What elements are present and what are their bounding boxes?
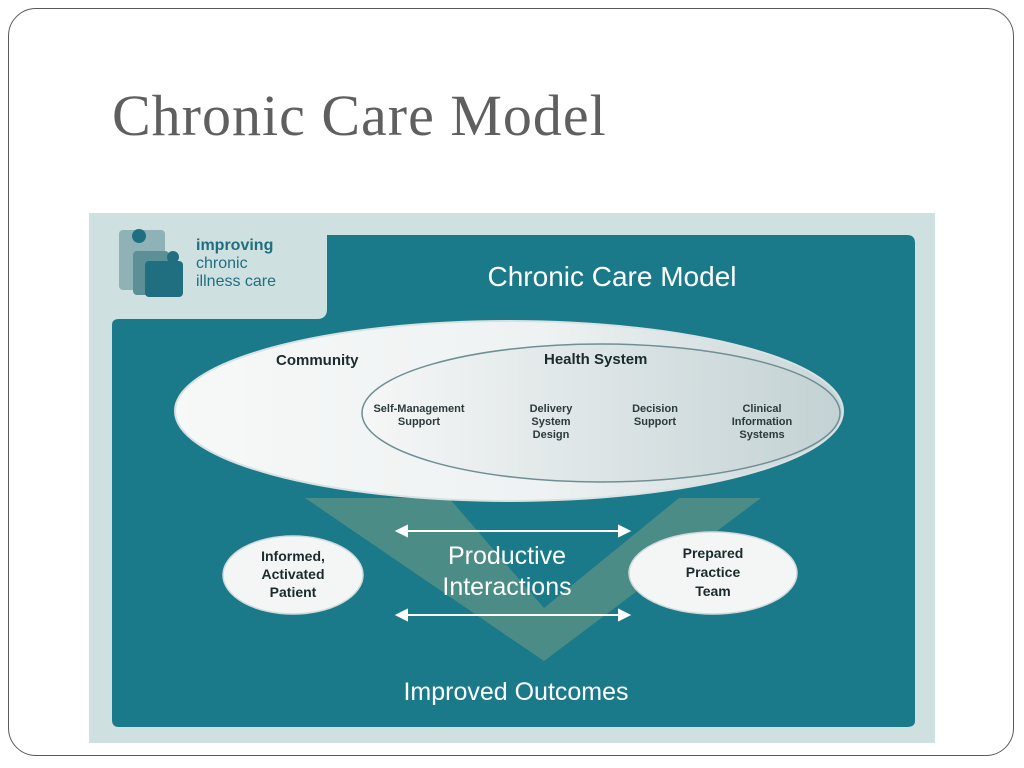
component-self-management-support: Self-Management Support xyxy=(373,403,464,428)
patient-ellipse xyxy=(222,535,364,615)
component-text: Information xyxy=(732,416,793,428)
component-decision-support: Decision Support xyxy=(632,403,678,428)
logo-line-1: improving xyxy=(196,237,273,254)
logo-icon xyxy=(119,229,183,297)
patient-label: Activated xyxy=(261,566,324,582)
slide-title: Chronic Care Model xyxy=(112,83,607,148)
component-delivery-system-design: Delivery System Design xyxy=(530,403,574,441)
diagram-title: Chronic Care Model xyxy=(488,261,737,292)
team-label: Team xyxy=(695,583,731,599)
component-text: Decision xyxy=(632,403,678,415)
health-system-label: Health System xyxy=(544,351,647,368)
component-text: Support xyxy=(398,416,440,428)
component-text: Delivery xyxy=(530,403,574,415)
patient-label: Patient xyxy=(270,584,317,600)
component-text: Design xyxy=(533,429,570,441)
chronic-care-model-figure: improving chronic illness care Chronic C… xyxy=(89,213,935,743)
patient-label: Informed, xyxy=(261,548,325,564)
component-text: Systems xyxy=(739,429,784,441)
logo-line-3: illness care xyxy=(196,273,276,290)
component-clinical-information-systems: Clinical Information Systems xyxy=(732,403,793,441)
double-arrow-bottom xyxy=(394,608,632,622)
interactions-label: Interactions xyxy=(442,573,571,601)
checkmark-shape xyxy=(305,498,761,661)
team-ellipse xyxy=(628,531,798,615)
community-label: Community xyxy=(276,352,359,369)
outcome-label: Improved Outcomes xyxy=(403,678,628,706)
interactions-label: Productive xyxy=(448,542,566,570)
component-text: System xyxy=(531,416,570,428)
component-text: Clinical xyxy=(742,403,781,415)
health-system-ellipse xyxy=(361,343,841,483)
team-label: Practice xyxy=(686,564,741,580)
component-text: Self-Management xyxy=(373,403,464,415)
double-arrow-top xyxy=(394,524,632,538)
team-label: Prepared xyxy=(683,545,744,561)
logo-line-2: chronic xyxy=(196,255,248,272)
component-text: Support xyxy=(634,416,676,428)
